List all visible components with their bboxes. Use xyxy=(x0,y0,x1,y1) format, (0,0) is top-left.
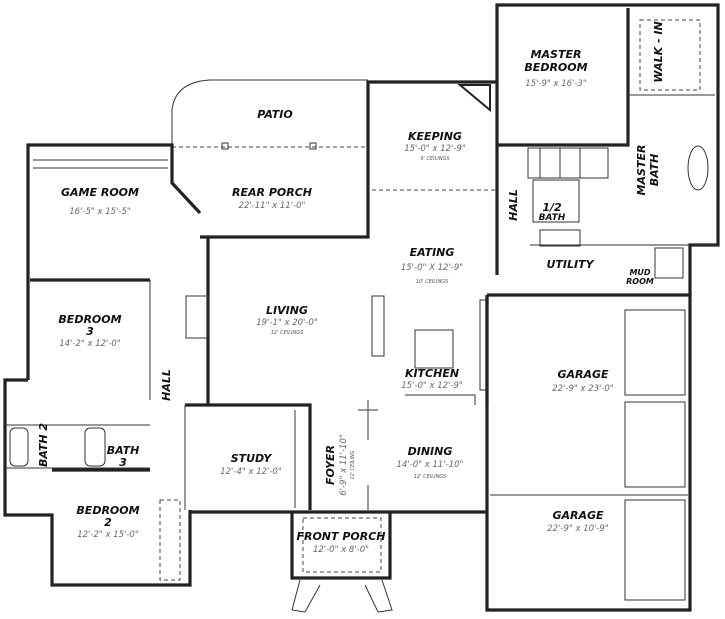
half-bath-label-2: BATH xyxy=(539,213,566,223)
garage1-label: GARAGE xyxy=(557,368,609,381)
room-labels: PATIO REAR PORCH 22'-11" x 11'-0" KEEPIN… xyxy=(37,21,665,555)
keeping-ceiling: 9' CEILINGS xyxy=(420,156,450,162)
master-bath-label-2: BATH xyxy=(648,154,661,187)
front-porch-label: FRONT PORCH xyxy=(296,530,385,543)
bedroom3-label-1: BEDROOM xyxy=(58,313,121,326)
rear-porch-label: REAR PORCH xyxy=(232,186,312,199)
bath2-label: BATH 2 xyxy=(37,423,50,467)
game-room-size: 16'-5" x 15'-5" xyxy=(69,207,131,217)
dining-label: DINING xyxy=(408,445,453,458)
eating-ceiling: 10' CEILINGS xyxy=(416,279,449,285)
master-bedroom-size: 15'-9" x 16'-3" xyxy=(525,79,587,89)
bedroom2-size: 12'-2" x 15'-0" xyxy=(77,530,139,540)
walls xyxy=(3,3,720,613)
foyer-label: FOYER xyxy=(324,445,337,485)
utility-label: UTILITY xyxy=(546,258,594,271)
study-label: STUDY xyxy=(231,452,273,465)
front-porch-size: 12'-0" x 8'-0" xyxy=(313,545,369,555)
master-bedroom-label-2: BEDROOM xyxy=(524,61,587,74)
study-size: 12'-4" x 12'-0" xyxy=(220,467,282,477)
hall-west-label: HALL xyxy=(160,369,173,401)
keeping-size: 15'-0" x 12'-9" xyxy=(404,144,466,154)
master-bedroom-label-1: MASTER xyxy=(531,48,582,61)
game-room-label: GAME ROOM xyxy=(61,186,139,199)
mud-room-label-2: ROOM xyxy=(626,277,654,286)
walk-in-label: WALK - IN xyxy=(652,21,665,82)
bath3-label-2: 3 xyxy=(119,456,127,469)
garage2-label: GARAGE xyxy=(552,509,604,522)
kitchen-label: KITCHEN xyxy=(405,367,459,380)
mud-room-label-1: MUD xyxy=(629,268,650,277)
eating-label: EATING xyxy=(410,246,455,259)
bedroom2-label-2: 2 xyxy=(104,516,112,529)
master-bath-label-1: MASTER xyxy=(635,145,648,196)
foyer-ceiling: 12' CEILING xyxy=(350,450,356,479)
keeping-label: KEEPING xyxy=(408,130,462,143)
living-ceiling: 12' CEILINGS xyxy=(271,330,304,336)
bedroom2-label-1: BEDROOM xyxy=(76,504,139,517)
half-bath-label-1: 1/2 xyxy=(542,201,562,214)
living-size: 19'-1" x 20'-0" xyxy=(256,318,318,328)
living-label: LIVING xyxy=(266,304,308,317)
bedroom3-size: 14'-2" x 12'-0" xyxy=(59,339,121,349)
eating-size: 15'-0" X 12'-9" xyxy=(401,263,463,273)
dining-size: 14'-0" x 11'-10" xyxy=(397,460,464,470)
garage1-size: 22'-9" x 23'-0" xyxy=(552,384,614,394)
dining-ceiling: 12' CEILINGS xyxy=(414,474,447,480)
garage2-size: 22'-9" x 10'-9" xyxy=(547,524,609,534)
foyer-size: 6'-9" x 11'-10" xyxy=(339,434,349,496)
patio-label: PATIO xyxy=(257,108,292,121)
rear-porch-size: 22'-11" x 11'-0" xyxy=(239,201,306,211)
hall-east-label: HALL xyxy=(507,189,520,221)
kitchen-size: 15'-0" x 12'-9" xyxy=(401,381,463,391)
bedroom3-label-2: 3 xyxy=(86,325,94,338)
bath3-label-1: BATH xyxy=(107,444,140,457)
